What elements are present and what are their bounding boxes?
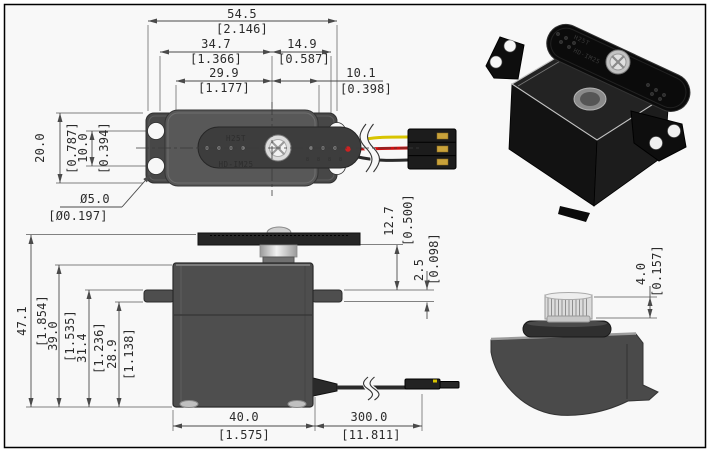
dim-spline-height-in: [0.157] [650,245,664,297]
dim-overall-width-in: [2.146] [216,22,268,36]
dim-horn-height-in: [0.500] [401,194,415,246]
foot-right [287,400,307,408]
dim-left-span-mm: 34.7 [201,37,231,51]
iso-ear-left-hole-2 [503,39,517,53]
connector-pins-gold [436,132,449,166]
dim-cable-length-mm: 300.0 [350,410,387,424]
iso-ear-left-hole-1 [489,55,503,69]
dim-body-height-in: [1.535] [63,310,77,362]
dim-depth-mm: 20.0 [33,133,47,163]
dim-overall-height-in: [1.854] [35,295,49,347]
top-view: H25T HD-IM25 8 8 8 8 54.5 [2.146] [33,7,457,223]
spline-collar [546,315,591,323]
dim-left-span-in: [1.366] [190,52,242,66]
dim-overall-width-mm: 54.5 [227,7,257,21]
dim-hole-pitch-mm: 10.0 [76,133,90,163]
spline-view-body [490,333,659,416]
shaft-collar [262,256,295,264]
iso-ear-right-hole-1 [649,136,663,150]
dim-right-span-mm: 14.9 [287,37,317,51]
front-view: 47.1 [1.854] 39.0 [1.535] 31.4 [1.236] 2… [15,194,460,442]
front-connector-yellow-mark [433,379,437,383]
dim-tab-step-in: [0.098] [427,233,441,285]
spline-view: 4.0 [0.157] [490,245,664,416]
front-connector-tail [439,381,460,389]
dim-tab-bottom-in: [1.138] [122,328,136,380]
servo-body-front [172,262,314,408]
dim-horn-height-mm: 12.7 [382,206,396,236]
dim-tab-step-mm: 2.5 [412,259,426,281]
spline-top-cap [544,292,593,300]
horn-label-line2: HD-IM25 [218,160,253,169]
servo-cable [357,121,457,175]
dim-spline-height-mm: 4.0 [634,263,648,285]
dim-tab-top-mm: 31.4 [75,333,89,363]
horn-hole-marks: 8 8 8 8 [306,157,345,163]
spline-extension-lines [594,296,657,319]
dim-tab-top-in: [1.236] [92,322,106,374]
dim-wire-offset-in: [0.398] [340,82,392,96]
dim-overall-height-mm: 47.1 [15,306,29,336]
foot-left [179,400,199,408]
dim-hole-dia-mm: Ø5.0 [80,192,110,206]
output-shaft [259,244,298,258]
top-view-dimension-lines [57,18,383,208]
dim-depth-in: [0.787] [65,122,79,174]
connector-housing [407,128,457,170]
dim-body-width-in: [1.575] [218,428,270,442]
iso-bottom-tab [558,206,590,222]
horn-label-line1: H25T [226,134,246,143]
iso-view: H25T HD-IM25 [485,23,691,222]
dim-tab-bottom-mm: 28.9 [105,339,119,369]
wire-red-end-dot [345,146,351,152]
iso-ear-right-hole-2 [667,124,681,138]
dim-hole-pitch-in: [0.394] [97,122,111,174]
mount-tab-left [143,289,175,303]
front-cable-break-mask [362,373,380,404]
dim-wire-offset-mm: 10.1 [346,66,376,80]
iso-horn-screw [605,49,631,75]
dim-hole-dia-in: [Ø0.197] [48,209,107,223]
dim-cable-length-in: [11.811] [341,428,400,442]
iso-output-bushing-inner [580,92,600,106]
mount-tab-right [311,289,343,303]
front-view-dimension-lines [28,235,430,429]
servo-horn-side [197,232,361,246]
dim-case-span-mm: 29.9 [209,66,239,80]
dim-case-span-in: [1.177] [198,81,250,95]
iso-ear-right [630,110,687,162]
front-cable-break-2 [369,376,380,401]
front-cable-break-1 [362,376,374,401]
iso-horn-holes [556,32,666,101]
dim-body-width-mm: 40.0 [229,410,259,424]
dim-right-span-in: [0.587] [278,52,330,66]
dim-body-height-mm: 39.0 [46,321,60,351]
